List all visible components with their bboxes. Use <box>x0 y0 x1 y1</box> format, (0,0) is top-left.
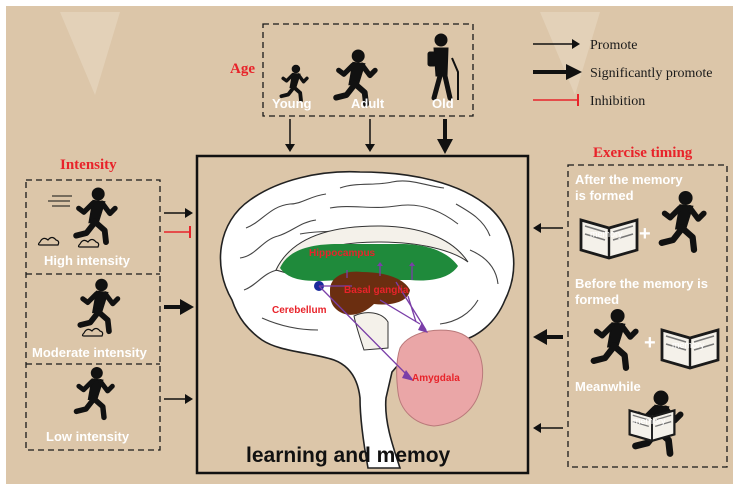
plus-after: + <box>639 223 651 245</box>
legend-promote-label: Promote <box>590 38 637 53</box>
intensity-high-label: High intensity <box>44 253 131 268</box>
timing-meanwhile: Meanwhile <box>575 379 641 394</box>
label-basal-ganglia: Basal ganglia <box>344 285 409 296</box>
legend-inhibition-label: Inhibition <box>590 94 645 109</box>
age-young-label: Young <box>272 96 312 111</box>
age-adult-label: Adult <box>351 96 385 111</box>
label-cerebellum: Cerebellum <box>272 305 327 316</box>
timing-before-line1: Before the memory is <box>575 276 708 291</box>
age-old-label: Old <box>432 96 454 111</box>
intensity-low-label: Low intensity <box>46 429 130 444</box>
book-meanwhile-label: memory <box>633 416 666 426</box>
label-amygdala: Amygdala <box>412 373 460 384</box>
timing-heading: Exercise timing <box>593 145 693 161</box>
book-after-label: memory <box>590 229 623 239</box>
timing-before-line2: formed <box>575 292 619 307</box>
intensity-heading: Intensity <box>60 157 117 173</box>
book-before-label: memory <box>672 340 705 350</box>
label-hippocampus: Hippocampus <box>309 248 376 259</box>
plus-before: + <box>644 332 656 354</box>
timing-after-line1: After the memory <box>575 172 683 187</box>
timing-after-line2: is formed <box>575 188 634 203</box>
age-heading: Age <box>230 61 255 77</box>
center-title: learning and memoy <box>246 444 451 467</box>
legend-significant-label: Significantly promote <box>590 66 712 81</box>
intensity-moderate-label: Moderate intensity <box>32 345 148 360</box>
